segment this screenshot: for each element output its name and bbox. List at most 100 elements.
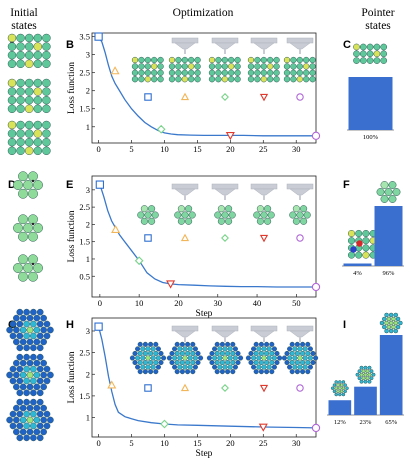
particle [7,95,17,105]
particle [144,63,151,70]
particle [300,205,308,213]
particle [334,386,338,390]
particle [33,120,43,130]
particle [269,350,275,357]
particle [30,344,37,352]
particle [227,355,233,361]
x-tick-label: 5 [129,144,133,154]
funnel-cone [253,330,275,338]
bar [374,206,403,266]
x-tick-label: 20 [226,438,235,448]
particle [36,410,44,418]
marker-triangle [180,383,190,392]
marker-circle [311,423,321,433]
particle [359,50,367,58]
particle [273,56,280,64]
particle [192,364,198,370]
particle [334,380,338,384]
particle [347,229,356,238]
particle [151,63,158,70]
particle [174,369,180,375]
particle [175,63,182,70]
y-tick-label: 2 [86,219,90,229]
particle [182,364,188,370]
particle [366,50,374,58]
particle [150,364,156,370]
particle [188,63,195,70]
particle [140,355,146,361]
header-pointer-line1: Pointer [361,7,394,19]
particle [28,231,38,242]
particle [361,369,366,374]
particle [195,360,201,366]
particle [297,346,303,352]
particle [228,63,235,70]
particle [247,63,255,70]
particle [287,355,293,361]
bar-label: 100% [363,134,379,141]
marker-down-triangle [259,93,269,102]
particle [264,369,270,375]
marker-down-triangle [259,234,269,243]
particle [245,355,251,361]
marker-diamond [160,419,169,429]
particle [6,416,13,424]
particle [238,355,244,361]
particle [219,350,225,357]
funnel-nozzle [299,337,301,342]
panel-label-e: E [66,179,73,191]
funnel-top [211,37,239,44]
particle [283,63,291,70]
particle [290,69,297,76]
particle [36,365,44,373]
funnel-cone [253,42,275,50]
particle [42,137,51,147]
particle [23,377,30,385]
marker-diamond [221,234,229,242]
funnel-nozzle [224,49,226,54]
particle [40,338,47,346]
particle [253,211,261,219]
particle [9,377,17,385]
particle [366,57,374,64]
marker-down-triangle [259,384,269,393]
particle [185,360,191,366]
particle [206,355,212,361]
funnel-nozzle [224,337,226,342]
particle [9,410,17,418]
particle [23,389,30,397]
particle [158,360,164,366]
particle [388,195,397,203]
particle [310,360,316,366]
particle [215,76,222,83]
particle [19,359,27,367]
particle [16,434,24,442]
particle [142,350,148,357]
particle [247,69,255,76]
particle [212,346,218,352]
particle [181,76,188,83]
particle [30,422,37,430]
particle [172,355,178,361]
y-axis-label: Loss function [66,62,77,114]
particle [157,69,164,76]
particle [300,217,308,225]
particle [42,59,51,69]
particle [336,389,340,394]
particle [294,350,300,357]
particle [373,50,381,58]
particle [384,312,389,318]
particle [13,263,23,273]
particle [187,346,193,352]
particle [179,341,185,347]
particle [23,410,30,418]
particle [230,341,236,347]
particle [24,42,34,51]
particle [153,341,159,347]
loss-curve [97,326,317,429]
funnel-cone [289,42,311,50]
particle [260,211,268,219]
x-tick-label: 10 [160,438,169,448]
funnel-top [250,37,278,44]
particle [256,355,262,361]
